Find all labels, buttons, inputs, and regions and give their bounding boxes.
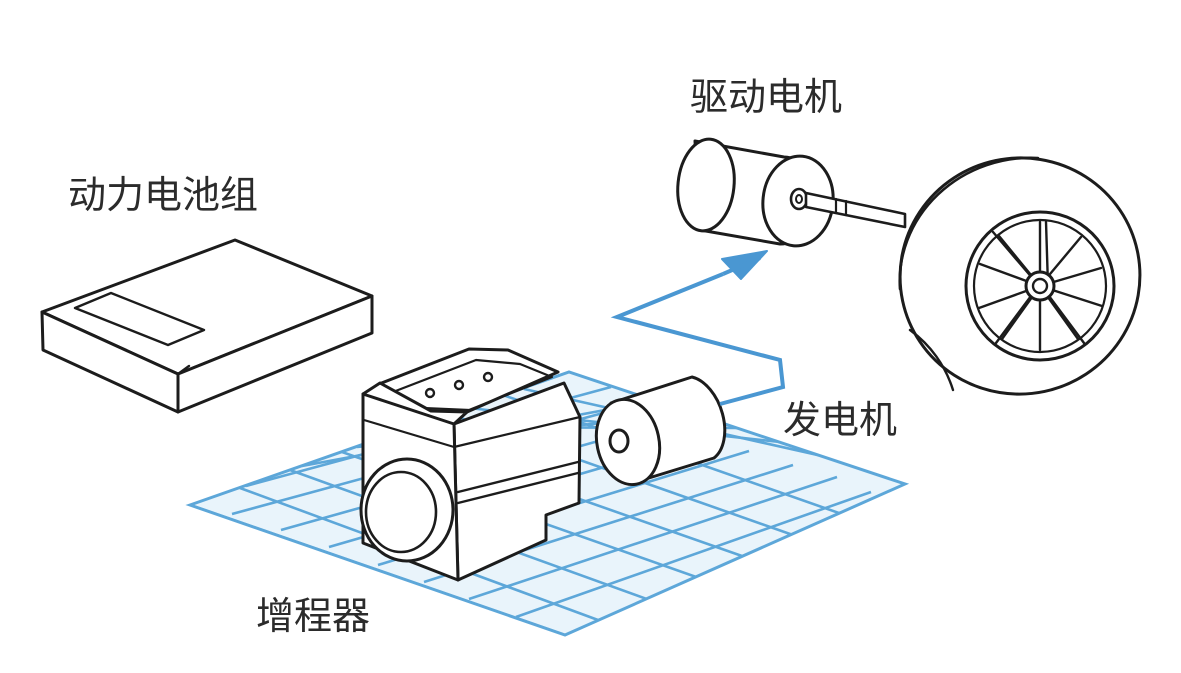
generator-label: 发电机 [783, 398, 897, 442]
generator [594, 375, 727, 487]
range-extender-engine [359, 347, 582, 582]
flow-arrow [610, 250, 786, 406]
battery-pack-label: 动力电池组 [68, 173, 258, 217]
drive-motor-label: 驱动电机 [690, 75, 842, 119]
battery-pack [40, 238, 374, 414]
wheel [898, 156, 1142, 396]
range-extender-label: 增程器 [256, 594, 370, 638]
drive-motor [676, 137, 907, 248]
